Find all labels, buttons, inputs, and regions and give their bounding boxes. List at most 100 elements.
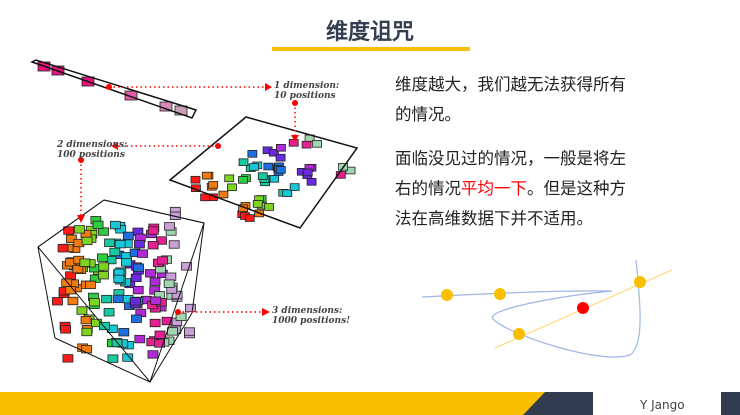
cell <box>130 273 142 283</box>
cell <box>67 296 79 306</box>
cell <box>149 318 161 328</box>
cell <box>200 193 211 202</box>
cell <box>147 241 159 250</box>
cell <box>72 264 84 274</box>
cell <box>302 168 313 177</box>
cell <box>288 139 299 147</box>
cell <box>85 280 96 290</box>
cell <box>161 316 173 326</box>
cell <box>244 214 255 222</box>
cell <box>208 181 219 189</box>
cell <box>107 354 119 363</box>
cell <box>147 350 159 359</box>
cell <box>60 325 71 334</box>
cell <box>81 236 93 246</box>
cell <box>175 312 187 322</box>
cell <box>57 244 69 253</box>
paragraph-1: 维度越大，我们越无法获得所有 的情况。 <box>395 70 626 130</box>
slide-title: 维度诅咒 <box>325 20 414 45</box>
cell <box>133 263 144 272</box>
cell <box>184 303 196 313</box>
label-1d: 1 dimension: 10 positions <box>274 81 340 101</box>
text-line: 维度越大，我们越无法获得所有 <box>395 75 626 94</box>
text-line: 面临没见过的情况，一般是将左 <box>395 149 626 168</box>
cell <box>145 269 156 278</box>
cell <box>190 175 201 184</box>
cell <box>81 327 93 337</box>
cell <box>257 172 268 180</box>
cell <box>76 306 88 315</box>
manifold-curve <box>421 259 641 358</box>
cell <box>184 327 195 336</box>
cell <box>264 203 275 211</box>
cell <box>238 158 249 166</box>
cell <box>181 262 192 271</box>
1d-bar <box>30 59 198 119</box>
sample-point <box>513 328 525 340</box>
label-2d: 2 dimensions: 100 positions <box>57 140 128 160</box>
text-line: 的情况。 <box>395 105 461 124</box>
cell <box>98 227 109 236</box>
cell <box>275 153 286 162</box>
cell <box>168 240 180 249</box>
cell <box>104 238 115 247</box>
cell <box>89 298 100 307</box>
averaged-point <box>577 302 589 314</box>
cell <box>289 183 300 191</box>
cell <box>98 271 109 280</box>
text-line: 法在高维数据下并不适用。 <box>395 209 593 228</box>
cell <box>249 163 259 171</box>
cell <box>97 253 108 262</box>
cell <box>79 258 91 267</box>
footer-dark-corner <box>721 392 740 415</box>
cell <box>275 166 286 174</box>
cell <box>103 308 115 317</box>
curve-illustration <box>421 259 673 358</box>
cell <box>99 321 110 331</box>
cell <box>61 278 73 287</box>
cell <box>124 90 138 101</box>
cell <box>167 327 178 336</box>
sample-point <box>441 289 453 301</box>
cell <box>66 234 77 243</box>
label-3d: 3 dimensions: 1000 positions! <box>272 306 351 326</box>
sample-point <box>494 288 506 300</box>
arrows <box>80 86 296 313</box>
cell <box>306 178 317 186</box>
cell <box>98 262 110 271</box>
highlight-text: 平均一下 <box>461 179 527 198</box>
cell <box>201 171 212 180</box>
cell <box>165 272 177 281</box>
cell <box>92 220 104 230</box>
cell <box>134 334 146 344</box>
cell <box>150 296 162 305</box>
cell <box>74 225 85 234</box>
cell <box>238 176 248 184</box>
cell <box>137 249 148 258</box>
cell <box>63 226 75 235</box>
cell <box>263 162 274 171</box>
footer-yellow-band <box>0 392 593 415</box>
cell <box>224 174 235 183</box>
sample-point <box>634 276 646 288</box>
cell <box>154 330 166 339</box>
cell <box>301 140 312 149</box>
cell <box>114 239 126 249</box>
cell <box>62 354 74 363</box>
cell <box>269 175 280 183</box>
cell <box>169 211 181 220</box>
cell <box>121 258 132 267</box>
cell <box>147 226 159 235</box>
2d-plane <box>168 116 359 229</box>
cell <box>129 297 141 306</box>
cell <box>131 314 142 323</box>
cell <box>312 140 322 148</box>
cell <box>252 200 263 208</box>
cell <box>122 231 134 241</box>
cell <box>110 220 121 230</box>
cell <box>157 256 168 265</box>
cell <box>81 345 92 354</box>
cell <box>101 294 113 304</box>
cell <box>113 274 125 284</box>
